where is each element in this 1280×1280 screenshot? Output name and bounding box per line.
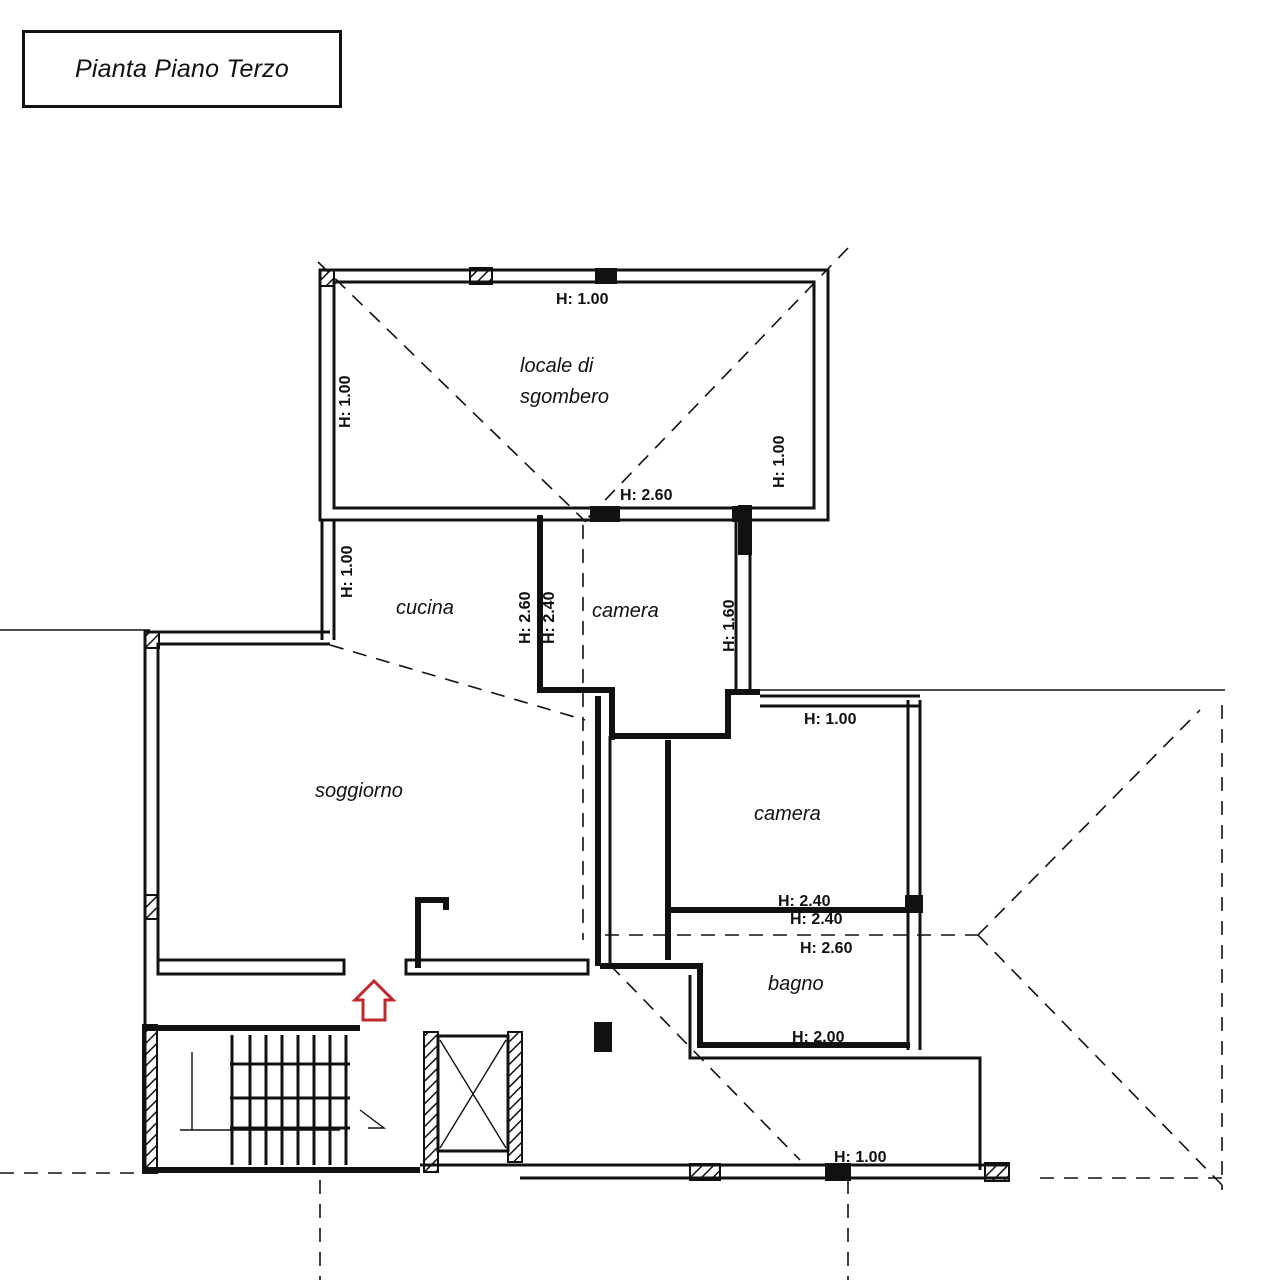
lift-shaft <box>423 1031 523 1173</box>
stairwell <box>142 1022 612 1174</box>
height-cucina-left: H: 1.00 <box>339 545 356 598</box>
height-camera2-bottom: H: 2.40 <box>778 893 831 910</box>
room-camera-bagno <box>600 694 982 1170</box>
height-sgombero-top: H: 1.00 <box>556 291 609 308</box>
height-sgombero-bottom: H: 2.60 <box>620 487 673 504</box>
height-camera1-right: H: 1.60 <box>721 599 738 652</box>
room-soggiorno <box>143 630 612 1170</box>
roof-outline-lines <box>0 247 1225 1280</box>
height-bagno-top: H: 2.60 <box>800 940 853 957</box>
label-bagno: bagno <box>768 973 824 995</box>
room-cucina-camera <box>320 505 760 740</box>
room-locale-sgombero <box>318 267 830 522</box>
plan-title: Pianta Piano Terzo <box>75 54 289 83</box>
height-cucina-right-b: H: 2.40 <box>541 591 558 644</box>
height-camera2-top: H: 1.00 <box>804 711 857 728</box>
label-camera-2: camera <box>754 803 821 825</box>
label-soggiorno: soggiorno <box>315 780 403 802</box>
label-cucina: cucina <box>396 597 454 619</box>
label-locale-sgombero-2: sgombero <box>520 386 609 408</box>
title-box: Pianta Piano Terzo <box>22 30 342 108</box>
label-locale-sgombero-1: locale di <box>520 355 594 377</box>
chimney-block <box>594 1022 612 1052</box>
height-bagno-bottom: H: 2.00 <box>792 1029 845 1046</box>
height-sgombero-left: H: 1.00 <box>337 375 354 428</box>
height-cucina-right-a: H: 2.60 <box>517 591 534 644</box>
entrance-arrow-icon <box>351 978 397 1022</box>
south-wall <box>420 1162 1010 1182</box>
height-sgombero-right: H: 1.00 <box>771 435 788 488</box>
height-camera2-bottom-b: H: 2.40 <box>790 911 843 928</box>
stair-treads <box>180 1035 387 1165</box>
label-camera-1: camera <box>592 600 659 622</box>
height-south-wall: H: 1.00 <box>834 1149 887 1166</box>
